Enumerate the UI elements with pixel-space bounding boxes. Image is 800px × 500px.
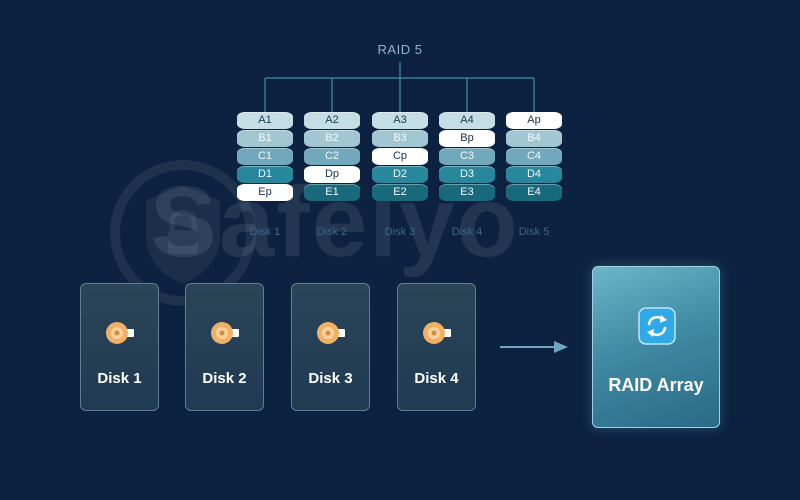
- stripe-label: Disk 1: [249, 226, 281, 238]
- diagram-title: RAID 5: [377, 42, 423, 57]
- disk-card-label: Disk 1: [97, 370, 142, 387]
- disk-card-3: Disk 3: [291, 283, 370, 411]
- stripe-label: Disk 4: [451, 226, 483, 238]
- stripe-label: Disk 2: [316, 226, 348, 238]
- data-block: A3: [372, 112, 428, 129]
- data-block: D4: [506, 166, 562, 183]
- data-block: A4: [439, 112, 495, 129]
- disk-icon: [317, 322, 345, 344]
- stripe-stack-disk-4: A4 Bp C3 D3 E3: [439, 112, 495, 202]
- parity-block: Cp: [372, 148, 428, 165]
- data-block: C2: [304, 148, 360, 165]
- stripe-label: Disk 5: [518, 226, 550, 238]
- disk-card-label: Disk 4: [414, 370, 459, 387]
- data-block: E1: [304, 184, 360, 201]
- disk-icon: [211, 322, 239, 344]
- data-block: B1: [237, 130, 293, 147]
- parity-block: Dp: [304, 166, 360, 183]
- stripe-stack-disk-5: Ap B4 C4 D4 E4: [506, 112, 562, 202]
- parity-block: Bp: [439, 130, 495, 147]
- data-block: B3: [372, 130, 428, 147]
- data-block: B2: [304, 130, 360, 147]
- disk-icon: [106, 322, 134, 344]
- data-block: D1: [237, 166, 293, 183]
- data-block: A2: [304, 112, 360, 129]
- watermark-shield-icon: [110, 160, 256, 306]
- stripe-stack-disk-3: A3 B3 Cp D2 E2: [372, 112, 428, 202]
- disk-icon: [423, 322, 451, 344]
- stripe-label: Disk 3: [384, 226, 416, 238]
- data-block: E3: [439, 184, 495, 201]
- data-block: C4: [506, 148, 562, 165]
- raid-array-label: RAID Array: [608, 375, 704, 395]
- data-block: E2: [372, 184, 428, 201]
- data-block: E4: [506, 184, 562, 201]
- parity-block: Ep: [237, 184, 293, 201]
- parity-block: Ap: [506, 112, 562, 129]
- data-block: C1: [237, 148, 293, 165]
- stripe-stack-disk-1: A1 B1 C1 D1 Ep: [237, 112, 293, 202]
- arrow-right-icon: [500, 341, 568, 353]
- raid-array-card: RAID Array: [592, 266, 720, 428]
- disk-card-1: Disk 1: [80, 283, 159, 411]
- stripe-stack-disk-2: A2 B2 C2 Dp E1: [304, 112, 360, 202]
- data-block: C3: [439, 148, 495, 165]
- disk-card-label: Disk 3: [308, 370, 353, 387]
- data-block: D3: [439, 166, 495, 183]
- sync-icon: [638, 307, 676, 345]
- data-block: D2: [372, 166, 428, 183]
- disk-card-2: Disk 2: [185, 283, 264, 411]
- data-block: A1: [237, 112, 293, 129]
- disk-card-4: Disk 4: [397, 283, 476, 411]
- disk-card-label: Disk 2: [202, 370, 247, 387]
- data-block: B4: [506, 130, 562, 147]
